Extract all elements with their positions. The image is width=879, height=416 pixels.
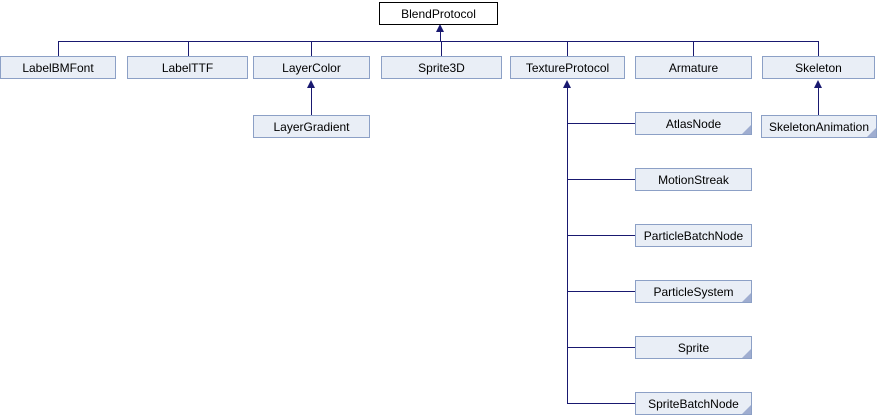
class-node-label: SkeletonAnimation [768,119,870,134]
edge-textureprotocol-trunk [567,87,568,404]
edge-skeletonanimation [818,87,819,115]
truncated-corner-icon [742,405,751,414]
edge-stub-labelttf [188,41,189,56]
edge-branch-atlasnode [567,123,635,124]
class-node-sprite3d[interactable]: Sprite3D [381,56,502,79]
class-node-label: Sprite [677,340,710,355]
class-node-spritebatchnode[interactable]: SpriteBatchNode [635,392,752,415]
edge-branch-spritebatchnode [567,403,635,404]
class-node-motionstreak[interactable]: MotionStreak [635,168,752,191]
arrowhead-to-layercolor-icon [307,80,315,88]
edge-stub-layercolor [311,41,312,56]
class-node-blendprotocol[interactable]: BlendProtocol [379,2,498,25]
truncated-corner-icon [742,349,751,358]
class-node-atlasnode[interactable]: AtlasNode [635,112,752,135]
edge-stub-textureprotocol [567,41,568,56]
class-node-armature[interactable]: Armature [635,56,752,79]
edge-stub-labelbmfont [58,41,59,56]
edge-stub-skeleton [818,41,819,56]
edge-stub-armature [693,41,694,56]
truncated-corner-icon [867,128,876,137]
truncated-corner-icon [742,125,751,134]
class-node-particlesystem[interactable]: ParticleSystem [635,280,752,303]
class-node-skeletonanimation[interactable]: SkeletonAnimation [761,115,877,138]
edge-blendprotocol-stem [440,31,441,41]
edge-branch-particlebatchnode [567,235,635,236]
class-node-label: ParticleSystem [653,284,734,299]
class-node-sprite[interactable]: Sprite [635,336,752,359]
arrowhead-to-textureprotocol-icon [563,80,571,88]
class-node-skeleton[interactable]: Skeleton [762,56,875,79]
truncated-corner-icon [742,293,751,302]
arrowhead-to-skeleton-icon [814,80,822,88]
edge-branch-particlesystem [567,291,635,292]
arrowhead-to-blendprotocol-icon [436,24,444,32]
edge-stub-sprite3d [441,41,442,56]
edge-level1-trunk [58,41,819,42]
class-node-particlebatchnode[interactable]: ParticleBatchNode [635,224,752,247]
edge-branch-sprite [567,347,635,348]
class-node-layergradient[interactable]: LayerGradient [253,115,370,138]
edge-layergradient [311,87,312,115]
class-node-labelbmfont[interactable]: LabelBMFont [0,56,116,79]
class-node-layercolor[interactable]: LayerColor [253,56,370,79]
edge-branch-motionstreak [567,179,635,180]
class-node-label: AtlasNode [665,116,722,131]
class-node-textureprotocol[interactable]: TextureProtocol [510,56,625,79]
class-node-label: SpriteBatchNode [648,396,739,411]
class-node-labelttf[interactable]: LabelTTF [127,56,248,79]
